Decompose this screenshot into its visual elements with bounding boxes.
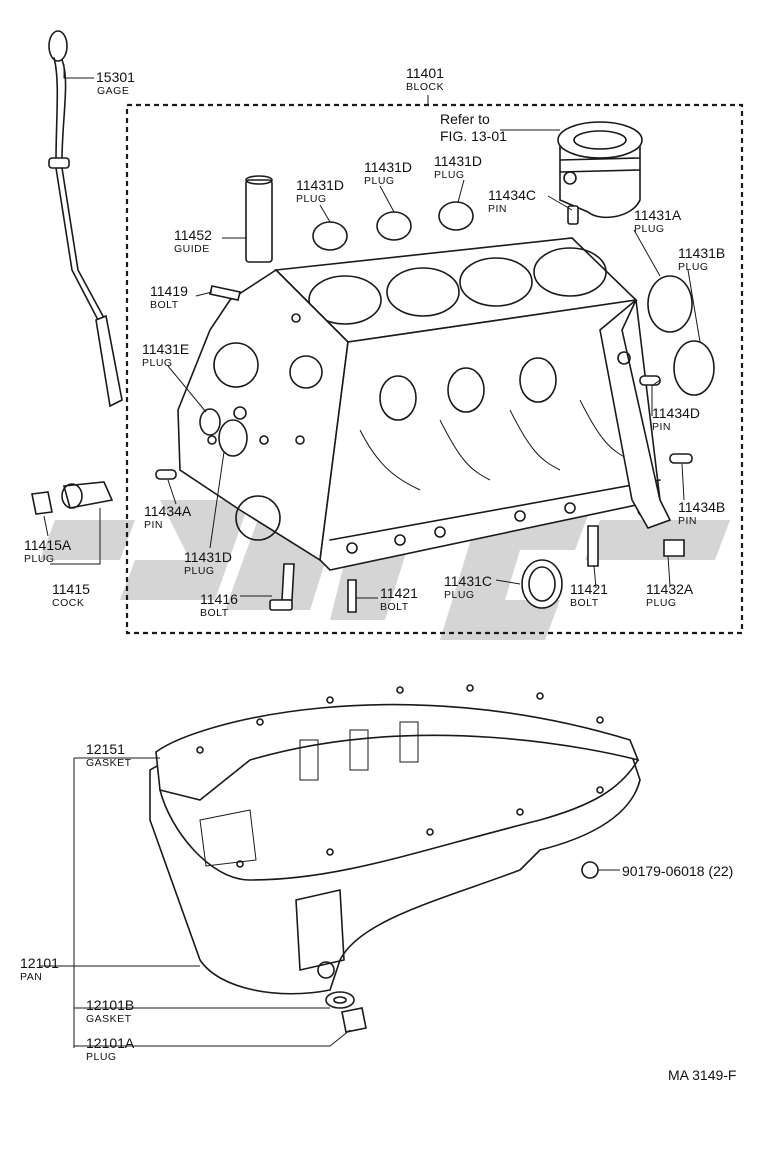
label-12101b-name: GASKET [86, 1013, 132, 1025]
label-11434c-name: PIN [488, 203, 507, 215]
block-boundary [125, 95, 744, 635]
label-11431e-number: 11431E [142, 341, 189, 357]
label-15301-number: 15301 [96, 69, 135, 85]
label-11431d-1-name: PLUG [296, 193, 327, 205]
label-11434b-name: PIN [678, 515, 697, 527]
label-11431b-number: 11431B [678, 245, 725, 261]
label-11415a-name: PLUG [24, 553, 55, 565]
label-11434d-number: 11434D [652, 405, 700, 421]
plugs-top [312, 201, 715, 396]
label-11431d-4-number: 11431D [184, 549, 232, 565]
label-11415a-number: 11415A [24, 537, 72, 553]
label-12101a-name: PLUG [86, 1051, 117, 1063]
label-11421-b-number: 11421 [570, 581, 608, 597]
label-11419-name: BOLT [150, 299, 179, 311]
refer-line-1: Refer to [440, 111, 490, 127]
label-11434b-number: 11434B [678, 499, 725, 515]
label-12101-number: 12101 [20, 955, 59, 971]
label-11431b-name: PLUG [678, 261, 709, 273]
label-11431e-name: PLUG [142, 357, 173, 369]
label-11431d-3-name: PLUG [434, 169, 465, 181]
label-11431a-name: PLUG [634, 223, 665, 235]
label-11415-name: COCK [52, 597, 84, 609]
label-12101-name: PAN [20, 971, 42, 983]
dipstick-gage [48, 30, 123, 408]
label-12151-name: GASKET [86, 757, 132, 769]
refer-line-2: FIG. 13-01 [440, 128, 507, 144]
label-11432a-number: 11432A [646, 581, 694, 597]
label-11419-number: 11419 [150, 283, 188, 299]
oil-pan [149, 684, 641, 1033]
label-11431c-name: PLUG [444, 589, 475, 601]
engine-block [177, 237, 672, 571]
label-11431d-2-number: 11431D [364, 159, 412, 175]
label-11431c-number: 11431C [444, 573, 492, 589]
figure-code: MA 3149-F [668, 1067, 736, 1083]
label-11416-number: 11416 [200, 591, 238, 607]
label-11434c-number: 11434C [488, 187, 536, 203]
label-11431d-4-name: PLUG [184, 565, 215, 577]
label-11431d-2-name: PLUG [364, 175, 395, 187]
label-11415-number: 11415 [52, 581, 90, 597]
label-11434a-number: 11434A [144, 503, 192, 519]
label-12101a-number: 12101A [86, 1035, 135, 1051]
callout-labels: 15301 GAGE 11401 BLOCK Refer to FIG. 13-… [20, 65, 736, 1083]
label-11421-b-name: BOLT [570, 597, 599, 609]
leader-lines [40, 64, 701, 1048]
label-12151-number: 12151 [86, 741, 125, 757]
guide-tube [245, 175, 273, 263]
label-15301-name: GAGE [97, 85, 129, 97]
label-11452-number: 11452 [174, 227, 212, 243]
piston [557, 121, 643, 225]
block-small-parts [31, 285, 693, 613]
label-11421-a-name: BOLT [380, 601, 409, 613]
label-11431d-3-number: 11431D [434, 153, 482, 169]
label-11452-name: GUIDE [174, 243, 210, 255]
label-11434a-name: PIN [144, 519, 163, 531]
label-11401-number: 11401 [406, 65, 444, 81]
label-12101b-number: 12101B [86, 997, 134, 1013]
label-11421-a-number: 11421 [380, 585, 418, 601]
label-11431d-1-number: 11431D [296, 177, 344, 193]
label-90179-text: 90179-06018 (22) [622, 863, 733, 879]
label-11431a-number: 11431A [634, 207, 682, 223]
label-11432a-name: PLUG [646, 597, 677, 609]
label-11416-name: BOLT [200, 607, 229, 619]
label-11434d-name: PIN [652, 421, 671, 433]
label-11401-name: BLOCK [406, 81, 444, 93]
